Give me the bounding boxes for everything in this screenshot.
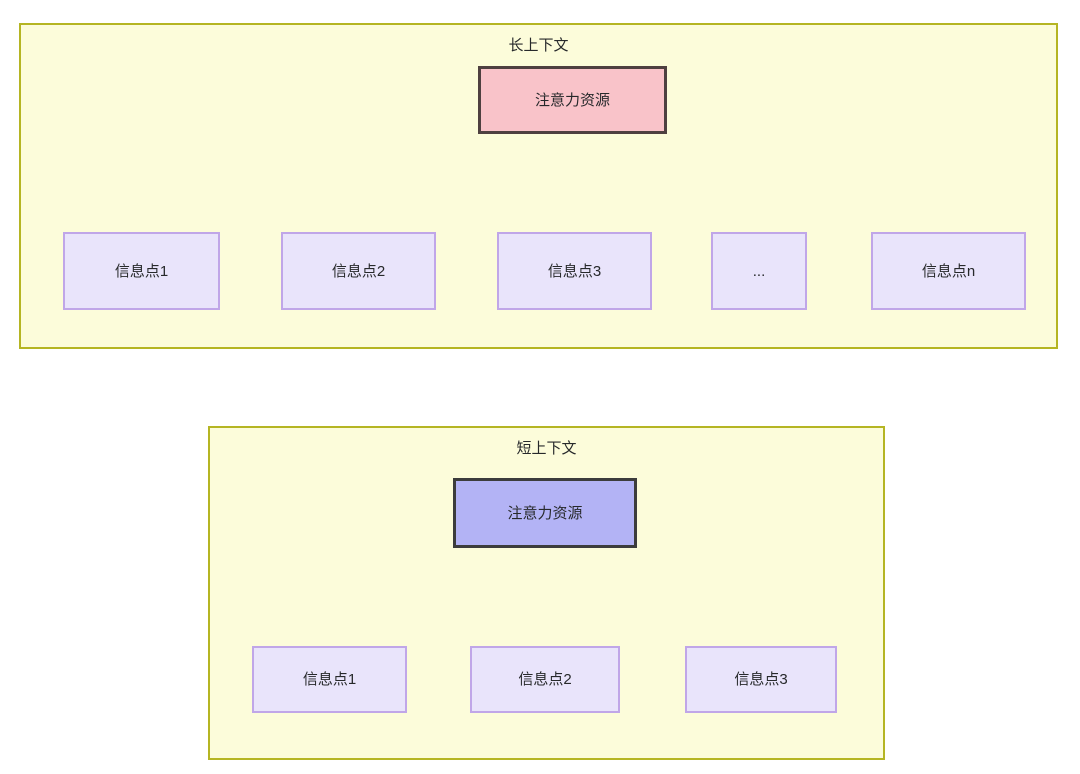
node-label: 信息点3	[547, 262, 602, 280]
group-short-context-title: 短上下文	[516, 440, 577, 457]
node-label: 信息点1	[302, 671, 357, 688]
node-label: 信息点n	[921, 262, 976, 280]
node-long-context-attention-resource[interactable]: 注意力资源	[478, 66, 667, 134]
node-short-context-info-point-1[interactable]: 信息点1	[252, 646, 407, 713]
node-long-context-info-point-2[interactable]: 信息点2	[281, 232, 436, 310]
node-short-context-info-point-3[interactable]: 信息点3	[685, 646, 837, 713]
node-long-context-info-point-3[interactable]: 信息点3	[497, 232, 652, 310]
node-short-context-attention-resource[interactable]: 注意力资源	[453, 478, 637, 548]
node-label: 信息点1	[114, 262, 169, 280]
node-long-context-info-point-n[interactable]: 信息点n	[871, 232, 1026, 310]
node-long-context-info-point-1[interactable]: 信息点1	[63, 232, 220, 310]
group-long-context-title: 长上下文	[508, 37, 569, 54]
node-label: 注意力资源	[534, 91, 610, 109]
node-label: 信息点3	[734, 671, 788, 688]
node-label: 信息点2	[518, 671, 572, 688]
node-short-context-info-point-2[interactable]: 信息点2	[470, 646, 620, 713]
node-label: ...	[752, 262, 766, 280]
node-long-context-info-point-ellipsis[interactable]: ...	[711, 232, 807, 310]
node-label: 注意力资源	[507, 504, 583, 522]
node-label: 信息点2	[331, 262, 386, 280]
